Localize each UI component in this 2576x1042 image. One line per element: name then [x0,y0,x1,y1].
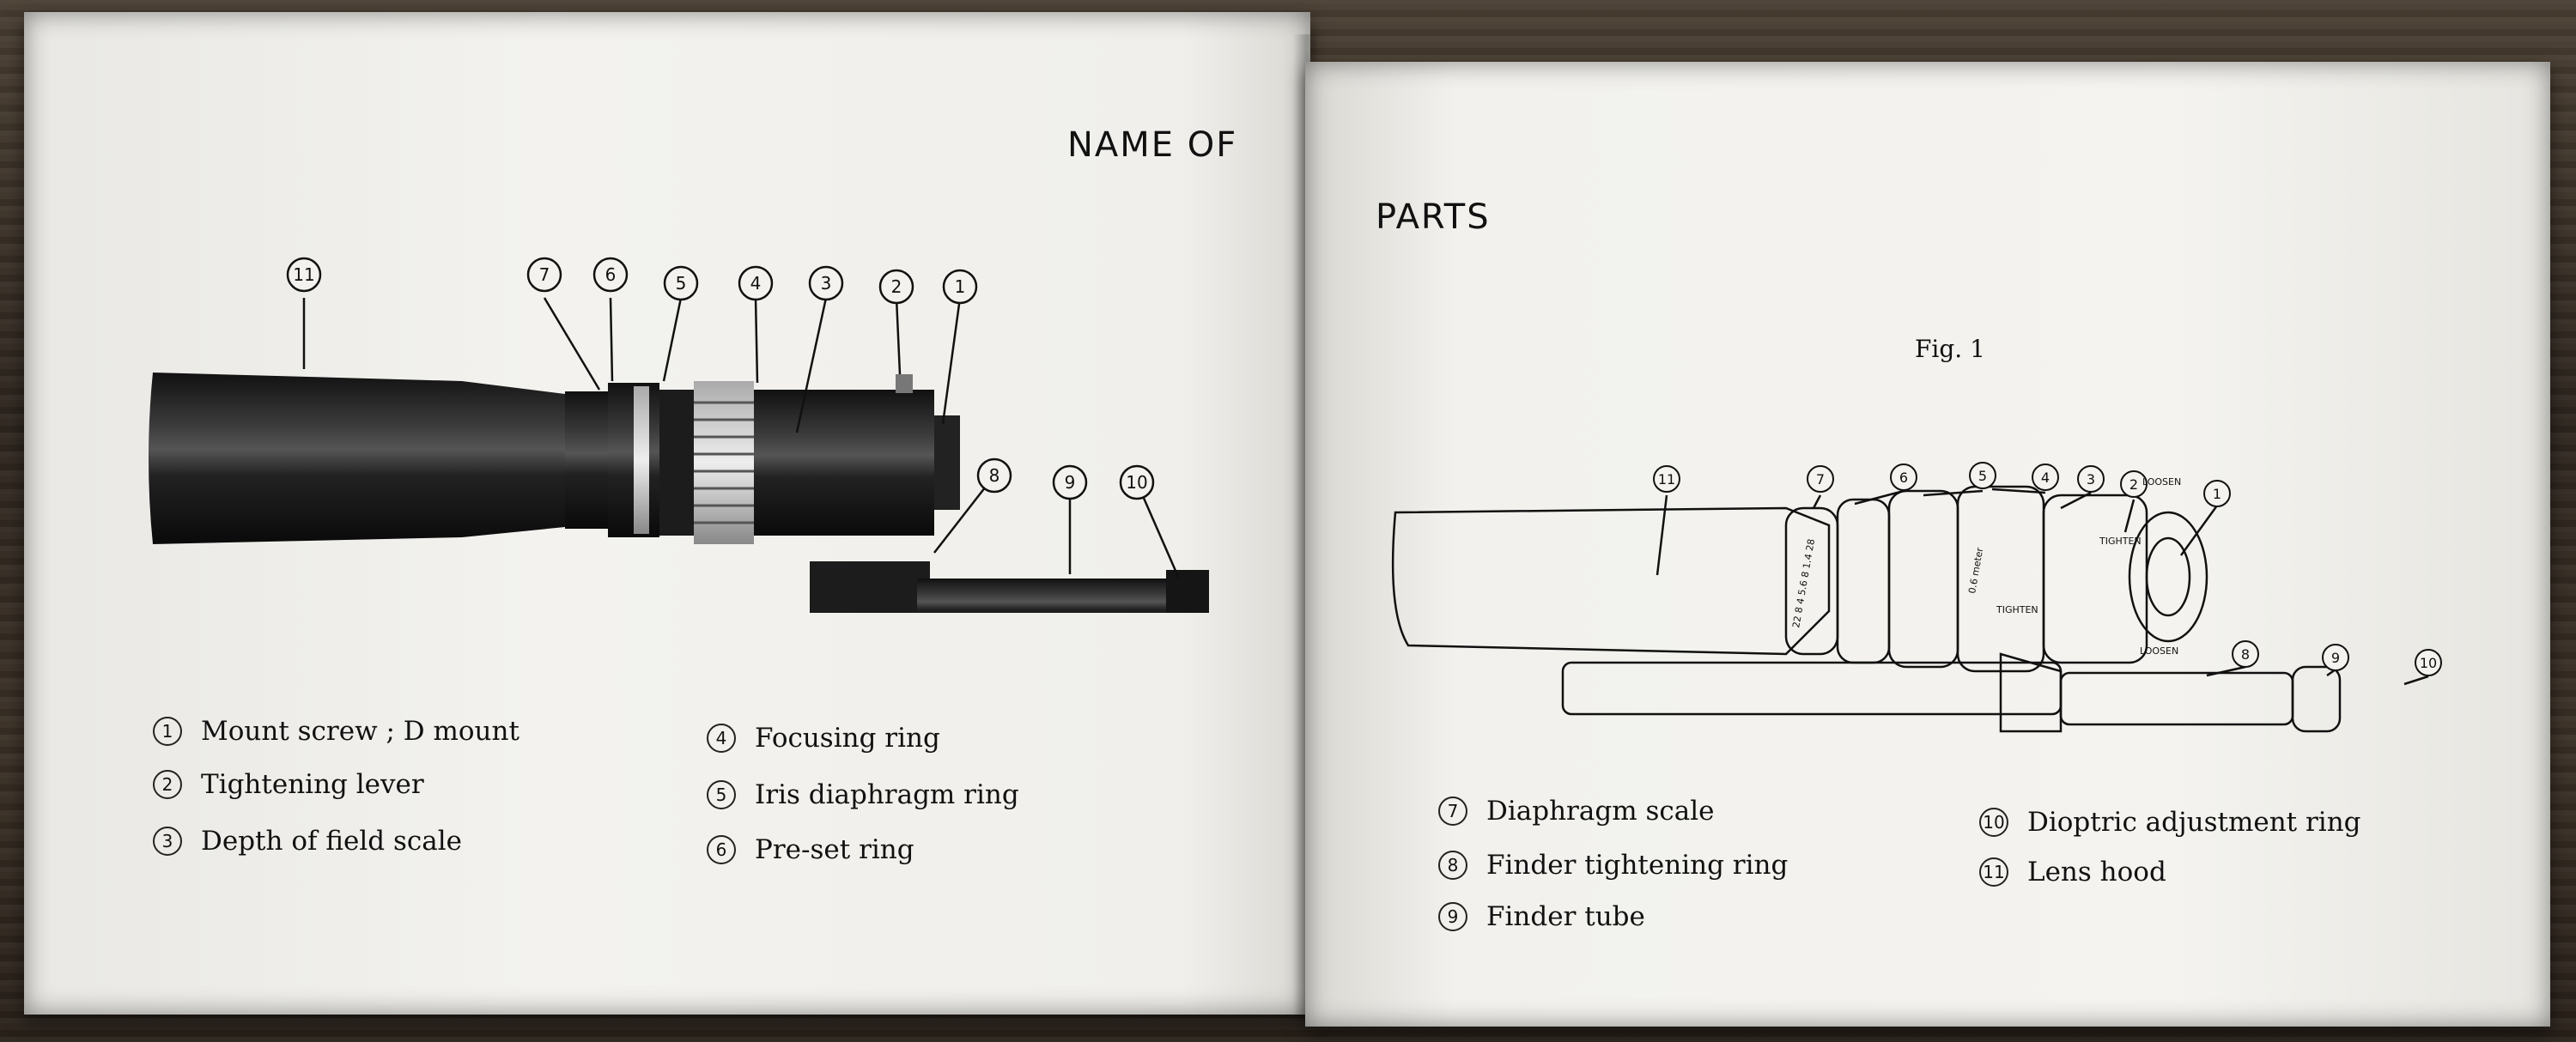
callout-11: 11 [293,264,314,285]
legend-text: Dioptric adjustment ring [2027,807,2361,838]
callout-10: 10 [1126,472,1147,493]
diagram-callout-2: 2 [2129,476,2138,493]
lens-photo [149,373,1209,613]
legend-item-2: 2 Tightening lever [153,769,424,800]
legend-number: 7 [1438,797,1467,826]
legend-text: Tightening lever [201,769,424,800]
legend-text: Focusing ring [755,723,940,754]
diagram-finder-block [1999,652,2063,733]
heading-name-of: NAME OF [1067,125,1238,165]
callout-8: 8 [989,465,1000,486]
legend-number: 2 [153,770,182,799]
legend-item-8: 8 Finder tightening ring [1438,850,1788,881]
legend-number: 1 [153,717,182,746]
legend-item-6: 6 Pre-set ring [707,834,914,865]
legend-item-9: 9 Finder tube [1438,901,1645,932]
legend-text: Mount screw ; D mount [201,716,519,747]
finder-prism-shape [810,561,930,613]
legend-text: Depth of field scale [201,826,462,857]
callout-9: 9 [1065,472,1076,493]
callout-5: 5 [676,273,687,294]
heading-parts: PARTS [1376,197,1491,237]
legend-number: 8 [1438,851,1467,880]
label-tighten-top: TIGHTEN [2099,536,2142,547]
label-loosen-top: LOOSEN [2142,476,2181,488]
diagram-callout-9: 9 [2331,650,2340,666]
focusing-ring-shape [694,381,754,544]
diagram-callout-5: 5 [1978,468,1987,484]
diagram-callout-1: 1 [2213,486,2221,502]
legend-item-11: 11 Lens hood [1979,857,2166,888]
callout-7: 7 [539,264,550,285]
legend-item-3: 3 Depth of field scale [153,826,462,857]
legend-number: 4 [707,724,736,753]
legend-item-1: 1 Mount screw ; D mount [153,716,519,747]
legend-text: Pre-set ring [755,834,914,865]
legend-number: 5 [707,780,736,809]
lens-line-diagram: 11 7 6 5 4 3 2 1 8 9 10 LOOSEN TIGHTEN T… [1391,462,2442,733]
left-page: NAME OF [24,12,1310,1015]
callout-3: 3 [821,273,832,294]
legend-text: Lens hood [2027,857,2166,888]
legend-number: 10 [1979,808,2008,837]
legend-number: 3 [153,827,182,856]
label-tighten-bottom: TIGHTEN [1996,604,2038,615]
legend-item-7: 7 Diaphragm scale [1438,796,1714,827]
diagram-callout-11: 11 [1658,471,1675,488]
label-scale: 22 8 4 5.6 8 1.4 28 [1790,538,1817,629]
diagram-callout-8: 8 [2241,646,2250,663]
legend-item-5: 5 Iris diaphragm ring [707,779,1019,810]
legend-number: 6 [707,835,736,864]
callout-2: 2 [891,276,902,297]
diagram-finder-tube [2059,671,2294,726]
diagram-lens-hood [1391,506,1831,656]
legend-text: Finder tube [1486,901,1645,932]
diagram-callout-10: 10 [2420,655,2437,671]
callout-1: 1 [955,276,966,297]
left-callouts: 11 7 6 5 4 3 2 1 8 9 10 [286,257,1181,579]
legend-item-4: 4 Focusing ring [707,723,940,754]
legend-number: 11 [1979,857,2008,887]
label-meter: 0.6 meter [1966,547,1985,595]
label-loosen-bottom: LOOSEN [2140,645,2178,657]
diagram-callout-7: 7 [1816,471,1825,488]
legend-text: Diaphragm scale [1486,796,1715,827]
legend-text: Finder tightening ring [1486,850,1789,881]
figure-label: Fig. 1 [1915,335,1985,363]
lens-hood-shape [149,373,565,544]
finder-tube-shape [917,579,1200,613]
diagram-callout-4: 4 [2041,470,2050,486]
legend-text: Iris diaphragm ring [755,779,1019,810]
diagram-callout-3: 3 [2087,471,2095,488]
legend-number: 9 [1438,902,1467,931]
legend-item-10: 10 Dioptric adjustment ring [1979,807,2361,838]
callout-6: 6 [605,264,617,285]
diagram-callout-6: 6 [1899,470,1908,486]
right-page: PARTS Fig. 1 [1305,62,2550,1027]
callout-4: 4 [750,273,762,294]
